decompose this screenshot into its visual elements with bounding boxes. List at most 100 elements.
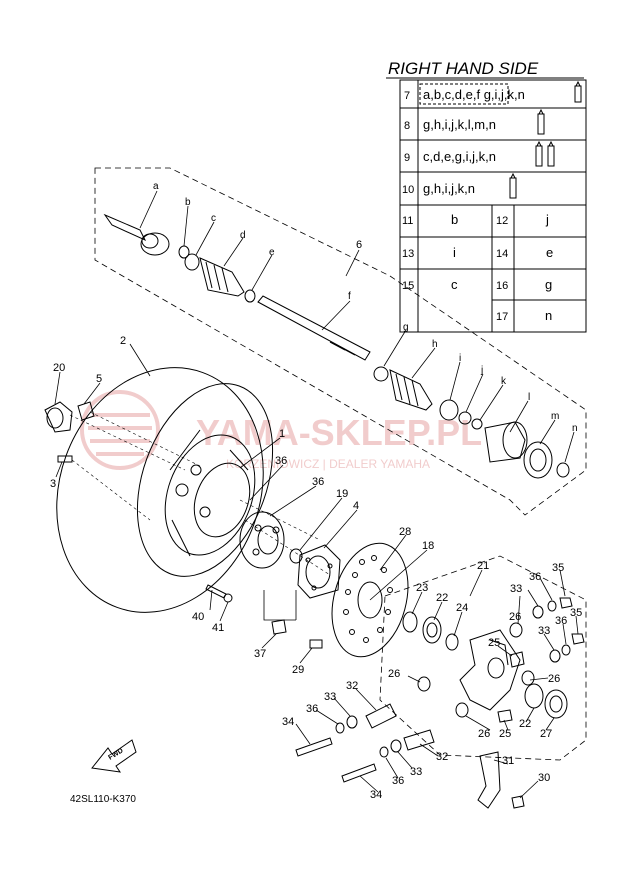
callout-letter: k [501,376,507,387]
callout-letter: a [153,181,159,192]
callout-number: 36 [312,476,324,488]
seal-m [523,441,553,479]
callout-number: 23 [416,582,428,594]
callout-number: 5 [96,373,102,385]
bushing-26a [509,622,523,638]
callout-number: 3 [50,478,56,490]
bushing-26b [521,670,535,686]
callout-letter: l [528,392,530,403]
callout-letter: f [348,291,351,302]
washer-33b [549,649,561,663]
clamp-i [439,399,459,421]
callout-number: 25 [499,728,511,740]
callout-number: 34 [370,789,382,801]
callout-letter: h [432,339,438,350]
alignment-lines [69,411,331,576]
table-title: RIGHT HAND SIDE [388,59,539,78]
callout-number: 33 [538,625,550,637]
watermark: YAMA-SKLEP.PL KORZENIOWICZ | DEALER YAMA… [80,390,482,471]
callout-number: 26 [478,728,490,740]
cv-joint-l [484,421,526,463]
wheel-assembly [44,367,274,613]
kit-row-parts: c,d,e,g,i,j,k,n [423,149,496,164]
washer-33d [390,739,402,753]
pair-val: b [451,212,458,227]
kit-table: RIGHT HAND SIDE [386,59,587,333]
nut-30 [511,795,525,809]
callout-letter: d [240,230,246,241]
callout-number: 24 [456,602,468,614]
callout-number: 40 [192,611,204,623]
washer-33c [346,715,358,729]
callout-letter: e [269,247,275,258]
callout-number: 35 [570,607,582,619]
nut-19 [289,548,303,564]
callout-number: 32 [436,751,448,763]
clamp-e [244,289,256,303]
bolt-34b [341,763,377,783]
kit-row-parts: g,h,i,j,k,l,m,n [423,117,496,132]
nut-35b [571,633,585,645]
brake-disc-28 [331,542,409,658]
leader-lines [54,190,579,799]
bolt-29 [309,639,323,649]
callout-number: 36 [275,455,287,467]
pair-num: 11 [402,215,413,227]
washer-36c [335,722,345,734]
callouts: a b c d e f g h i j k l m n 6 1 2 20 5 3… [50,181,582,801]
bolt-34a [295,737,333,757]
callout-number: 2 [120,335,126,347]
callout-number: 21 [477,560,489,572]
callout-number: 34 [282,716,294,728]
callout-letter: g [403,322,409,333]
kit-row-parts: g,h,i,j,k,n [423,181,475,196]
fwd-arrow-icon: FWD [91,739,137,773]
bolt-39 [205,584,227,599]
watermark-sub: KORZENIOWICZ | DEALER YAMAHA [226,457,430,471]
boot-d [199,257,245,297]
circlip-j [458,411,472,425]
collar-32a [365,703,397,729]
washer-33a [532,605,544,619]
callout-number: 33 [410,766,422,778]
callout-number: 26 [509,611,521,623]
hub-brake-assembly [205,511,409,658]
callout-number: 19 [336,488,348,500]
pair-num: 12 [496,215,508,227]
ring-n [556,462,570,478]
fitting-25b [497,709,513,723]
callout-number: 18 [422,540,434,552]
cv-joint-outer [103,213,147,242]
pair-val: i [453,245,456,260]
boot-h [389,369,433,411]
pair-val: n [545,308,552,323]
callout-number: 35 [552,562,564,574]
callout-number: 4 [353,500,359,512]
callout-number: 22 [519,718,531,730]
callout-number: 33 [510,583,522,595]
callout-number: 36 [555,615,567,627]
shaft-group-outline [94,167,587,516]
callout-number: 20 [53,362,65,374]
pair-num: 13 [402,248,414,260]
wheel-cap [44,401,73,433]
washer-36b [561,644,571,656]
callout-letter: n [572,423,578,434]
callout-number: 28 [399,526,411,538]
callout-letter: m [551,411,559,422]
washer-36d [379,746,389,758]
callout-letter: j [480,365,483,376]
hub-spacer-37 [239,511,285,569]
pair-num: 15 [402,280,414,292]
callout-letter: i [459,353,461,364]
watermark-brand: YAMA-SKLEP.PL [196,412,482,453]
knuckle-body [459,629,521,711]
pair-val: j [545,212,549,227]
callout-number: 25 [488,637,500,649]
callout-number: 37 [254,648,266,660]
shaft-f [257,295,371,361]
callout-number: 1 [279,428,285,440]
callout-number: 27 [540,728,552,740]
clamp-g [373,366,389,382]
